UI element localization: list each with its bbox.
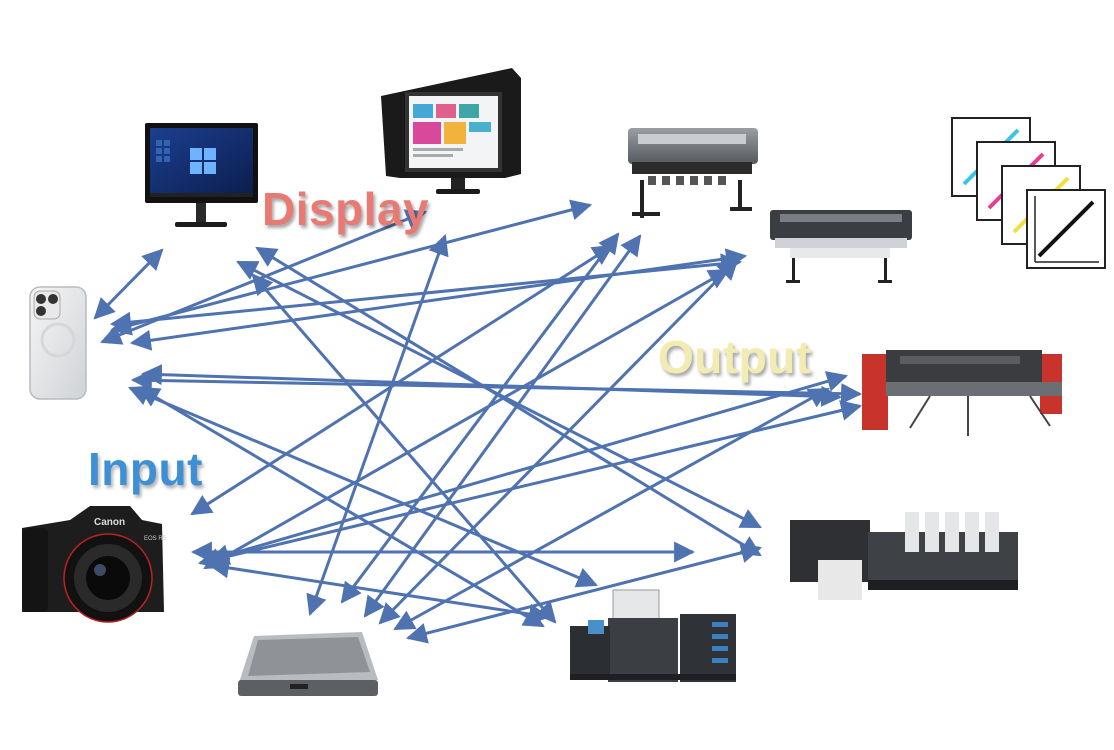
hooded-monitor-icon (381, 68, 521, 194)
input-label: Input (88, 443, 203, 495)
offset-press-icon (790, 512, 1018, 600)
arrow (393, 387, 830, 631)
arrow (190, 244, 614, 516)
display-label: Display (262, 183, 430, 235)
arrow (197, 400, 863, 569)
large-format-printer-icon (628, 128, 758, 218)
camera-icon: Canon EOS R5 (22, 506, 167, 623)
monitor-icon (145, 123, 258, 227)
digital-press-icon (570, 589, 736, 682)
roll-printer-icon (770, 210, 912, 283)
arrow (405, 542, 763, 644)
connection-arrows (93, 199, 863, 644)
arrow (203, 268, 730, 570)
arrow (93, 248, 164, 320)
smartphone-icon (29, 286, 87, 400)
arrow (251, 273, 557, 624)
flatbed-printer-icon (862, 350, 1062, 436)
arrow (340, 232, 620, 604)
arrow (363, 234, 642, 618)
color-profile-cards-icon (951, 117, 1106, 269)
arrow (207, 371, 849, 565)
output-label: Output (658, 331, 812, 383)
camera-model: EOS R5 (144, 536, 167, 542)
flatbed-scanner-icon (238, 632, 378, 696)
camera-brand: Canon (94, 517, 125, 528)
